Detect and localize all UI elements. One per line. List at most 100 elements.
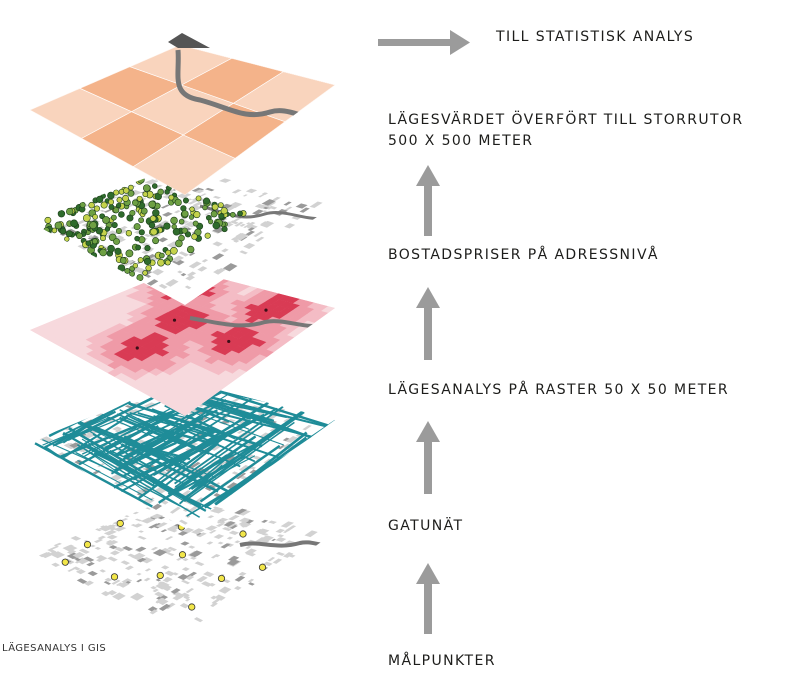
building	[154, 591, 165, 598]
arrow-up-4	[416, 165, 440, 236]
price-point	[168, 194, 175, 201]
raster-cell	[259, 341, 275, 350]
building	[299, 207, 310, 213]
building	[185, 448, 191, 451]
building	[129, 592, 145, 601]
price-point	[151, 183, 158, 189]
building	[160, 529, 168, 533]
building	[240, 522, 252, 528]
price-point	[192, 220, 199, 227]
building	[222, 263, 238, 272]
building	[180, 216, 188, 220]
building	[252, 209, 264, 216]
price-point	[91, 238, 98, 245]
building	[291, 215, 302, 220]
building	[268, 520, 277, 524]
raster-cell	[209, 298, 224, 306]
raster-cell	[195, 306, 211, 313]
building	[189, 461, 201, 469]
raster-cell	[224, 343, 240, 351]
building	[96, 557, 105, 562]
raster-cell	[197, 346, 212, 354]
price-point	[138, 217, 145, 224]
raster-cell	[244, 303, 259, 311]
price-point	[145, 264, 152, 272]
building	[213, 534, 225, 539]
price-point	[175, 239, 183, 248]
price-point	[128, 184, 134, 191]
building	[104, 577, 113, 582]
label-lagesvardet-line1: LÄGESVÄRDET ÖVERFÖRT TILL STORRUTOR	[388, 112, 744, 128]
raster-cell	[272, 299, 287, 306]
river-line	[189, 316, 331, 329]
price-point	[108, 204, 115, 210]
building	[146, 279, 159, 286]
building	[96, 555, 108, 561]
building	[188, 252, 196, 256]
raster-cell	[197, 360, 212, 369]
street-line	[156, 401, 269, 474]
raster-cell	[243, 291, 259, 298]
raster-cell	[321, 305, 335, 313]
building	[234, 221, 244, 227]
building	[87, 235, 99, 241]
price-point	[165, 249, 172, 256]
building	[207, 515, 215, 519]
hotspot	[135, 346, 139, 350]
raster-cell	[265, 323, 281, 331]
raster-cell	[244, 297, 259, 304]
building	[267, 557, 276, 562]
building	[172, 594, 184, 601]
price-point	[211, 203, 219, 211]
raster-cell	[239, 356, 254, 365]
street-line	[188, 448, 239, 490]
building	[172, 572, 179, 576]
building	[253, 231, 264, 237]
street-line	[84, 406, 175, 457]
raster-cell	[189, 336, 205, 344]
raster-cell	[259, 334, 274, 343]
raster-cell	[237, 295, 252, 302]
building	[197, 266, 208, 272]
price-point	[193, 211, 201, 219]
price-point	[220, 207, 228, 215]
building	[69, 442, 81, 448]
price-point	[178, 218, 185, 225]
raster-cell	[300, 300, 315, 308]
building	[184, 285, 192, 290]
grid-cells	[30, 45, 335, 195]
label-gatunat: GATUNÄT	[388, 518, 464, 534]
north-marker	[168, 33, 210, 48]
raster-cell	[307, 302, 322, 310]
building	[226, 559, 240, 566]
price-point	[117, 264, 126, 272]
raster-cell	[216, 301, 231, 308]
price-point	[164, 189, 170, 195]
building	[246, 224, 258, 230]
building	[162, 212, 173, 217]
building	[276, 551, 286, 556]
building	[187, 200, 198, 205]
building	[39, 436, 54, 443]
building	[203, 571, 215, 578]
building	[233, 239, 240, 243]
raster-cell	[279, 307, 294, 315]
building	[205, 525, 218, 531]
building	[210, 602, 218, 608]
building	[254, 203, 267, 209]
street-line	[78, 414, 172, 466]
price-point	[107, 244, 115, 253]
building	[285, 436, 298, 443]
building	[205, 187, 215, 192]
price-point	[212, 221, 221, 230]
building	[245, 221, 256, 228]
raster-cell	[216, 295, 231, 302]
raster-cell	[246, 358, 261, 368]
building	[180, 541, 190, 546]
building	[238, 571, 247, 577]
raster-cell	[188, 303, 204, 311]
building	[124, 565, 134, 571]
raster-cell	[273, 339, 288, 348]
price-point	[79, 201, 86, 208]
building	[120, 560, 131, 566]
